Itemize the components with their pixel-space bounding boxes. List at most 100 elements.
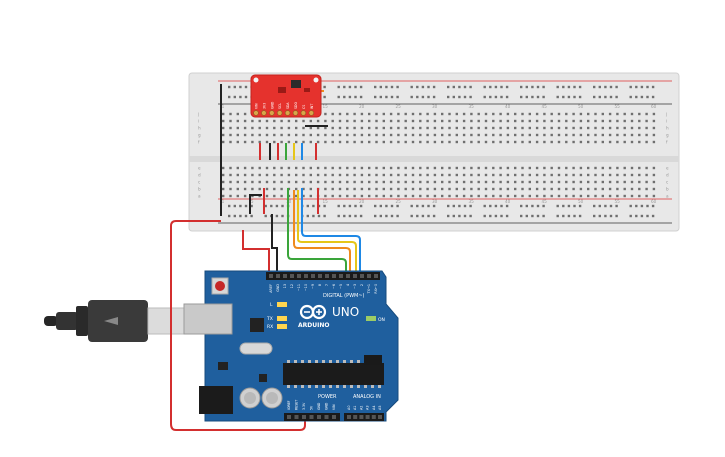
analog-header-pin[interactable] [359, 415, 364, 419]
analog-header [344, 413, 384, 421]
arduino-model-text: UNO [332, 305, 359, 319]
usb-cable[interactable] [44, 300, 185, 342]
power-header-pin[interactable] [302, 415, 306, 419]
wire-black-low [249, 194, 262, 214]
crystal [239, 342, 273, 355]
sensor-pin[interactable] [284, 110, 291, 116]
digital-header-pin[interactable] [367, 274, 371, 278]
power-header-pin[interactable] [287, 415, 291, 419]
digital-pin-label: ~10 [304, 284, 308, 291]
analog-header-pin[interactable] [378, 415, 382, 419]
digital-header-pin[interactable] [297, 274, 301, 278]
analog-header-pin[interactable] [347, 415, 351, 419]
column-number-top: 35 [469, 104, 475, 109]
sensor-pin[interactable] [261, 110, 267, 116]
led-label-l: L [270, 302, 273, 308]
sensor-pin-label: SDO [294, 102, 298, 109]
digital-pin-label: AREF [269, 284, 273, 293]
power-header-pin[interactable] [324, 415, 329, 419]
analog-header-pin[interactable] [353, 415, 358, 419]
power-label: POWER [318, 394, 337, 400]
wire-yellow-a [297, 190, 357, 414]
power-header-pin[interactable] [332, 415, 336, 419]
sensor-pin[interactable] [277, 110, 283, 116]
digital-header-pin[interactable] [269, 274, 273, 278]
row-letter: e [198, 166, 201, 171]
digital-header-pin[interactable] [346, 274, 350, 278]
digital-header-pin[interactable] [283, 274, 287, 278]
column-number-bottom: 25 [396, 199, 402, 204]
column-number-top: 1 [222, 104, 225, 109]
wire-red-5v [242, 230, 270, 271]
column-number-top: 25 [396, 104, 402, 109]
row-letter: f [198, 140, 200, 145]
row-letter: i [198, 119, 199, 124]
power-header-pin[interactable] [309, 415, 314, 419]
analog-header-pin[interactable] [371, 415, 376, 419]
row-letter: d [198, 173, 201, 178]
row-letter: c [666, 180, 669, 185]
digital-label: DIGITAL (PWM~) [323, 293, 365, 299]
sensor-pin-label: SDA [286, 102, 290, 109]
sensor-pin[interactable] [253, 110, 259, 116]
digital-pin-label: GND [276, 284, 280, 292]
sensor-pin[interactable] [269, 110, 275, 116]
column-number-top: 60 [651, 104, 657, 109]
digital-pin-label: TX→1 [367, 284, 371, 294]
digital-header-pin[interactable] [339, 274, 343, 278]
row-letter: g [666, 133, 669, 138]
atmega-chip [283, 363, 384, 385]
digital-header-pin[interactable] [332, 274, 336, 278]
wire-green-a [287, 188, 347, 414]
digital-pin-label: ~3 [353, 284, 357, 289]
column-number-bottom: 1 [222, 199, 225, 204]
digital-pin-label: ~9 [311, 284, 315, 289]
digital-header-pin[interactable] [318, 274, 322, 278]
power-pin-label: 5V [310, 405, 314, 410]
analog-pin-label: A0 [347, 406, 351, 410]
wires[interactable] [170, 84, 361, 431]
digital-header-pin[interactable] [311, 274, 315, 278]
digital-header-pin[interactable] [374, 274, 378, 278]
power-pin-label: RESET [295, 400, 299, 410]
digital-pin-label: RX←0 [374, 284, 378, 294]
sensor-pin[interactable] [308, 110, 314, 116]
digital-header-pin[interactable] [290, 274, 294, 278]
wire-orange-a [293, 190, 351, 414]
digital-header-pin[interactable] [353, 274, 357, 278]
sensor-pin-label: SCL [278, 103, 282, 109]
analog-label: ANALOG IN [353, 394, 381, 400]
row-letter: c [198, 180, 201, 185]
sensor-pin[interactable] [300, 110, 307, 116]
sensor-pin[interactable] [292, 110, 299, 116]
column-number-top: 15 [323, 104, 329, 109]
power-header-pin[interactable] [317, 415, 321, 419]
arduino-uno[interactable]: ARDUINO UNO DIGITAL (PWM~) POWER ANALOG … [183, 270, 399, 422]
column-number-bottom: 5 [251, 199, 254, 204]
column-number-top: 20 [359, 104, 365, 109]
arduino-logo-text: ARDUINO [298, 322, 329, 329]
digital-pin-label: 8 [318, 284, 322, 286]
row-letter: a [198, 194, 201, 199]
column-number-bottom: 55 [615, 199, 621, 204]
column-number-top: 45 [542, 104, 548, 109]
digital-header-pin[interactable] [360, 274, 364, 278]
column-number-bottom: 30 [432, 199, 438, 204]
analog-pin-label: A2 [359, 406, 363, 410]
row-letter: e [666, 166, 669, 171]
led-label-tx: TX [266, 316, 273, 322]
digital-header-pin[interactable] [276, 274, 280, 278]
digital-pin-label: 2 [360, 284, 364, 286]
column-number-bottom: 45 [542, 199, 548, 204]
power-header-pin[interactable] [294, 415, 299, 419]
sensor-pin-label: GND [270, 101, 274, 109]
digital-header-pin[interactable] [325, 274, 329, 278]
row-letter: j [197, 112, 199, 117]
column-number-bottom: 50 [578, 199, 584, 204]
analog-header-pin[interactable] [365, 415, 370, 419]
digital-header-pin[interactable] [304, 274, 308, 278]
sensor-pin-label: CS [302, 105, 306, 109]
